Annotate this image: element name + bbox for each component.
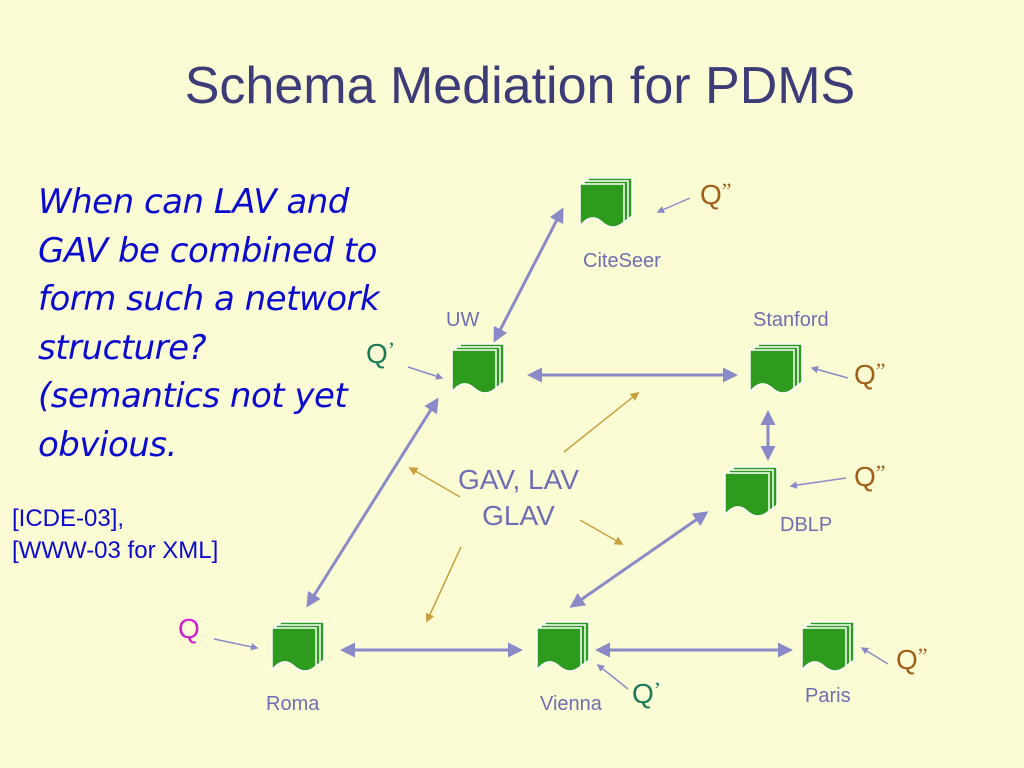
question-line: GAV be combined to <box>38 230 377 271</box>
mapping-types-label: GAV, LAV GLAV <box>458 462 579 534</box>
edge-vienna-dblp <box>569 511 709 608</box>
node-stanford-icon[interactable] <box>749 343 803 395</box>
question-line: structure? <box>38 327 207 368</box>
query-stanford: Q” <box>854 358 886 391</box>
query-prime-mark: ’ <box>653 677 662 702</box>
query-letter: Q <box>896 644 918 675</box>
question-line: When can LAV and <box>38 182 349 222</box>
node-label-vienna: Vienna <box>540 693 602 715</box>
query-arrow-roma <box>213 638 259 651</box>
node-label-stanford: Stanford <box>753 309 829 331</box>
query-arrow-stanford <box>810 365 849 379</box>
question-line: (semantics not yet <box>38 376 348 416</box>
query-arrow-citeseer <box>656 197 691 214</box>
node-dblp-icon[interactable] <box>724 466 778 518</box>
query-prime-mark: ” <box>721 178 732 203</box>
query-paris: Q” <box>896 643 928 676</box>
question-line: obvious. <box>38 424 177 465</box>
mapping-label-line: GAV, LAV <box>458 464 579 495</box>
nodes-layer <box>271 177 855 673</box>
query-dblp: Q” <box>854 460 886 493</box>
node-vienna-icon[interactable] <box>536 621 590 673</box>
query-arrow-uw <box>407 366 444 380</box>
mapping-arrow-2 <box>408 467 461 498</box>
slide-title: Schema Mediation for PDMS <box>184 57 856 115</box>
node-label-uw: UW <box>446 309 480 331</box>
query-letter: Q <box>632 678 654 709</box>
node-label-roma: Roma <box>266 693 320 715</box>
query-prime-mark: ” <box>875 358 886 383</box>
mapping-arrows-layer <box>408 391 640 623</box>
query-letter: Q <box>854 461 876 492</box>
reference-line: [WWW-03 for XML] <box>12 537 219 564</box>
query-arrow-paris <box>860 647 889 665</box>
query-arrow-dblp <box>789 477 847 489</box>
node-label-dblp: DBLP <box>780 514 833 536</box>
mapping-arrow-4 <box>425 546 462 623</box>
query-prime-mark: ’ <box>387 337 396 362</box>
query-arrow-vienna <box>596 664 629 690</box>
edge-uw-citeseer <box>493 207 564 343</box>
mapping-arrow-3 <box>579 519 624 545</box>
query-letter: Q <box>700 179 722 210</box>
query-arrows-layer <box>213 197 889 690</box>
node-citeseer-icon[interactable] <box>579 177 633 229</box>
mapping-label-line: GLAV <box>482 500 555 531</box>
query-vienna: Q’ <box>632 677 661 710</box>
node-label-paris: Paris <box>805 685 851 707</box>
query-letter: Q <box>854 359 876 390</box>
question-text: When can LAV and GAV be combined to form… <box>38 178 418 469</box>
query-roma: Q <box>178 613 200 645</box>
query-prime-mark: ” <box>875 460 886 485</box>
edge-uw-roma <box>306 397 439 608</box>
query-letter: Q <box>366 338 388 369</box>
node-paris-icon[interactable] <box>801 621 855 673</box>
node-roma-icon[interactable] <box>271 621 325 673</box>
query-letter: Q <box>178 613 200 644</box>
reference-line: [ICDE-03], <box>12 505 125 532</box>
node-uw-icon[interactable] <box>451 343 505 395</box>
query-citeseer: Q” <box>700 178 732 211</box>
mapping-arrow-1 <box>563 391 640 453</box>
references: [ICDE-03], [WWW-03 for XML] <box>12 503 218 567</box>
node-label-citeseer: CiteSeer <box>583 250 661 272</box>
query-prime-mark: ” <box>917 643 928 668</box>
edges-layer <box>306 207 793 658</box>
question-line: form such a network <box>38 279 380 319</box>
query-uw: Q’ <box>366 337 395 370</box>
